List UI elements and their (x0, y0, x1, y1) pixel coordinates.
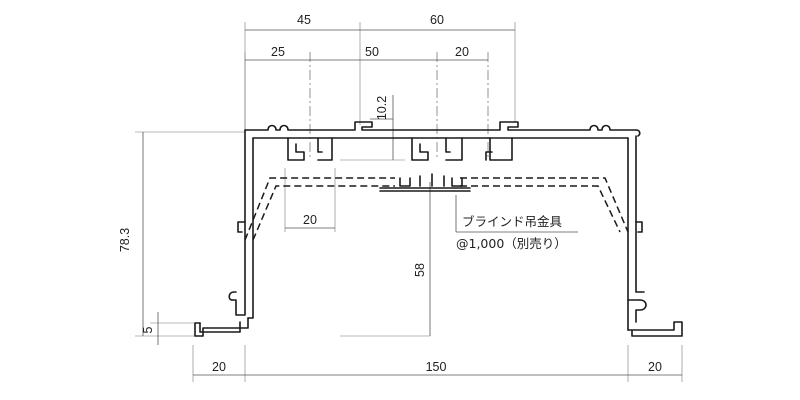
dim-20-bottom-left-label: 20 (212, 360, 226, 374)
dim-45-label: 45 (297, 13, 311, 27)
note-line-1: ブラインド吊金具 (462, 214, 563, 229)
dim-20-bottom-right-label: 20 (648, 360, 662, 374)
dim-50-label: 50 (365, 45, 379, 59)
dimension-lines (142, 29, 682, 376)
rail-profile (194, 121, 683, 337)
dim-20-inner-label: 20 (303, 213, 317, 227)
dimension-labels: 45 60 25 50 20 10.2 78.3 58 20 5 20 150 … (118, 13, 662, 374)
blind-hanger-note: ブラインド吊金具 @1,000（別売り） (456, 214, 567, 251)
dim-5-label: 5 (141, 326, 155, 333)
dim-20-top-label: 20 (455, 45, 469, 59)
dim-150-label: 150 (426, 360, 447, 374)
extension-lines (135, 22, 683, 382)
dim-60-label: 60 (430, 13, 444, 27)
blind-hanger (379, 173, 471, 192)
dim-25-label: 25 (271, 45, 285, 59)
hidden-bracket (244, 177, 629, 241)
dim-58-label: 58 (413, 263, 427, 277)
note-line-2: @1,000（別売り） (456, 236, 567, 251)
dim-10-2-label: 10.2 (375, 96, 389, 120)
note-leader (455, 195, 578, 233)
dim-78-3-label: 78.3 (118, 228, 132, 252)
